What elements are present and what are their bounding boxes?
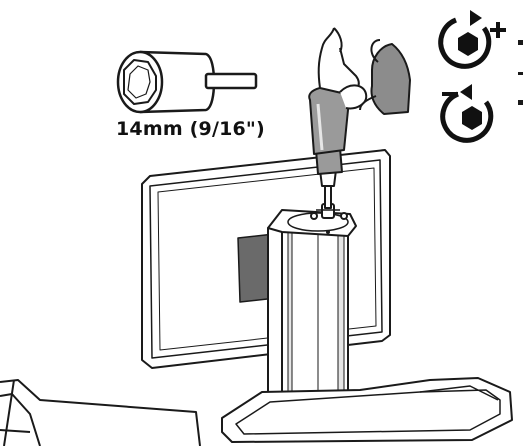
monitor: [141, 149, 391, 369]
tighten-icon: [438, 10, 506, 69]
socket-bit-illustration: [116, 50, 258, 114]
table-edge: [0, 379, 201, 446]
socket-size-label: 14mm (9/16"): [116, 118, 265, 140]
hand-left: [317, 27, 368, 110]
power-drill: [308, 86, 350, 209]
edge-markers: [518, 40, 523, 105]
stand-column: [267, 203, 357, 425]
stand-base: [221, 377, 513, 443]
loosen-icon: [440, 84, 494, 143]
hand-right: [359, 39, 411, 115]
